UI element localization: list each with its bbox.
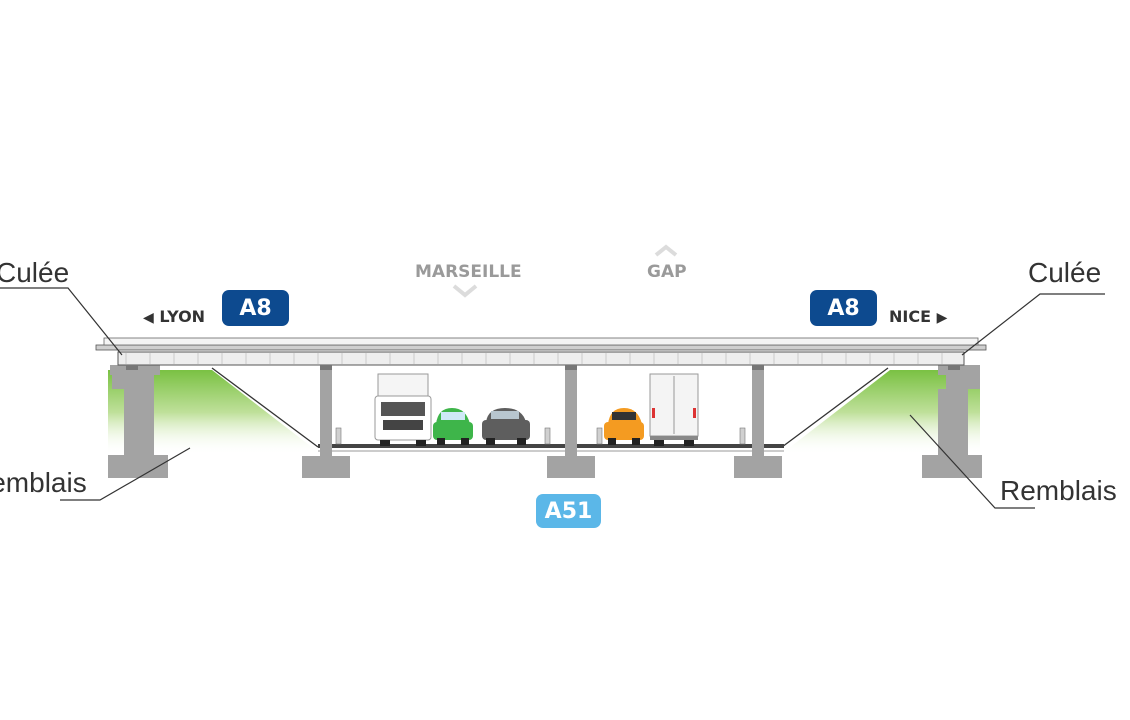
arrow-right-icon: ▶: [936, 310, 948, 326]
direction-lyon: ◀ LYON: [143, 307, 205, 326]
pier-1: [302, 370, 350, 478]
leader-remblais-left: [60, 447, 191, 501]
label-remblais-left: Remblais: [0, 467, 87, 498]
direction-nice-text: NICE: [889, 307, 932, 326]
direction-nice: NICE ▶: [889, 307, 947, 326]
destination-marseille: MARSEILLE: [415, 262, 522, 282]
chevron-down-icon: [452, 284, 478, 298]
car-orange-icon: [604, 408, 644, 445]
destination-gap: GAP: [647, 262, 687, 282]
direction-lyon-text: LYON: [159, 307, 206, 326]
car-green-icon: [433, 408, 473, 445]
label-culee-left: Culée: [0, 257, 70, 288]
road-a51: [318, 444, 784, 448]
label-remblais-right: Remblais: [1000, 475, 1117, 506]
label-culee-right: Culée: [1028, 257, 1102, 288]
chevron-up-icon: [654, 244, 678, 257]
route-badge-a8-left: A8: [222, 290, 289, 326]
pier-3: [734, 370, 782, 478]
truck-white-icon: [374, 373, 432, 446]
embankment-left: [108, 370, 322, 455]
leader-remblais-right: [909, 414, 1035, 509]
truck-box-rear-icon: [649, 373, 699, 446]
bridge-deck: [95, 337, 987, 370]
route-badge-a8-right: A8: [810, 290, 877, 326]
route-badge-a51: A51: [536, 494, 601, 528]
embankment-right: [780, 370, 980, 455]
leader-culee-left: [0, 287, 123, 356]
car-grey-icon: [482, 408, 530, 445]
pier-2: [547, 370, 595, 478]
leader-culee-right: [961, 293, 1105, 356]
arrow-left-icon: ◀: [143, 310, 154, 326]
